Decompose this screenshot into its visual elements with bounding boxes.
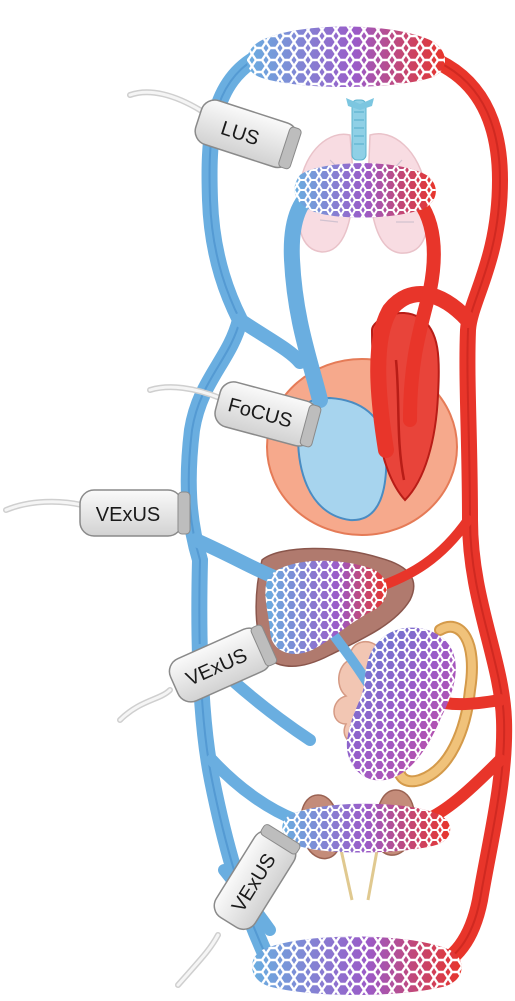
capillary-bed-liver: [265, 561, 387, 654]
capillary-bed-lungs: [295, 163, 436, 217]
venous-branch-heart: [240, 320, 300, 362]
venous-left-trunk: [189, 55, 268, 960]
capillary-bed-kidneys: [282, 804, 450, 853]
probe-label-vexus-1: VExUS: [96, 504, 160, 526]
probe-vexus-1: VExUS: [6, 490, 190, 536]
capillary-bed-bottom: [252, 937, 462, 996]
capillary-bed-top: [247, 27, 445, 88]
